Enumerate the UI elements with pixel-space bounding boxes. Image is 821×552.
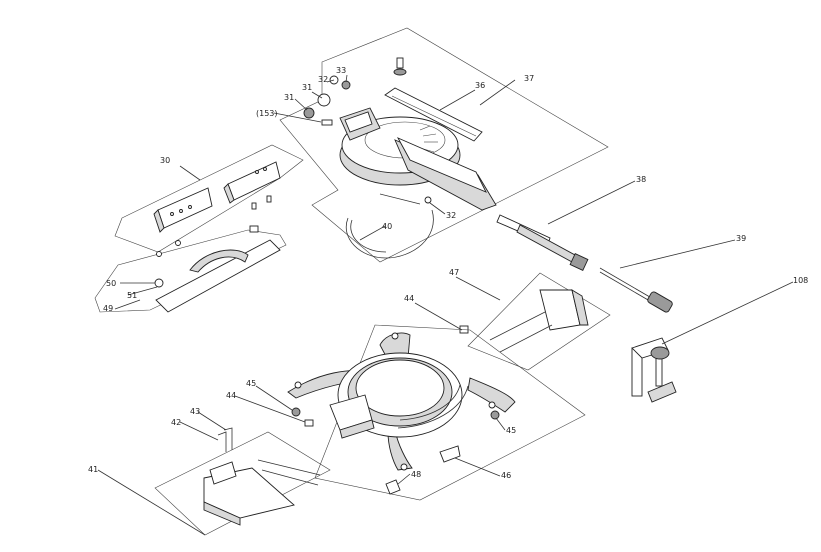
callout-45-left: 45 <box>246 379 256 388</box>
callout-44-top: 44 <box>404 294 414 303</box>
callout-41: 41 <box>88 465 98 474</box>
callout-108: 108 <box>793 276 808 285</box>
callout-labels: 30 31 31 32 33 (153) 36 37 32 40 38 39 1… <box>88 66 808 480</box>
part-group-38-39-rods <box>496 214 673 313</box>
part-group-49-plate <box>94 225 287 313</box>
callout-45-right: 45 <box>506 426 516 435</box>
callout-36: 36 <box>475 81 485 90</box>
callout-46: 46 <box>501 471 511 480</box>
callout-30: 30 <box>160 156 170 165</box>
callout-40: 40 <box>382 222 392 231</box>
callout-153: (153) <box>256 109 278 118</box>
callout-32-top: 32 <box>318 75 328 84</box>
callout-38: 38 <box>636 175 646 184</box>
part-group-108-clamp <box>631 337 677 403</box>
callout-51: 51 <box>127 291 137 300</box>
callout-43: 43 <box>190 407 200 416</box>
leader-lines <box>97 74 794 536</box>
callout-50: 50 <box>106 279 116 288</box>
callout-49: 49 <box>103 304 113 313</box>
part-group-41-support <box>154 427 331 536</box>
part-group-46-base <box>287 324 586 501</box>
callout-37: 37 <box>524 74 534 83</box>
part-group-37-saw-head <box>279 27 609 263</box>
callout-42: 42 <box>171 418 181 427</box>
callout-48: 48 <box>411 470 421 479</box>
callout-47: 47 <box>449 268 459 277</box>
callout-33: 33 <box>336 66 346 75</box>
part-group-47-extension <box>459 272 611 371</box>
callout-31-right: 31 <box>302 83 312 92</box>
callout-44-bottom: 44 <box>226 391 236 400</box>
part-group-30-fence <box>114 144 304 253</box>
callout-31-left: 31 <box>284 93 294 102</box>
callout-39: 39 <box>736 234 746 243</box>
callout-32-bottom: 32 <box>446 211 456 220</box>
